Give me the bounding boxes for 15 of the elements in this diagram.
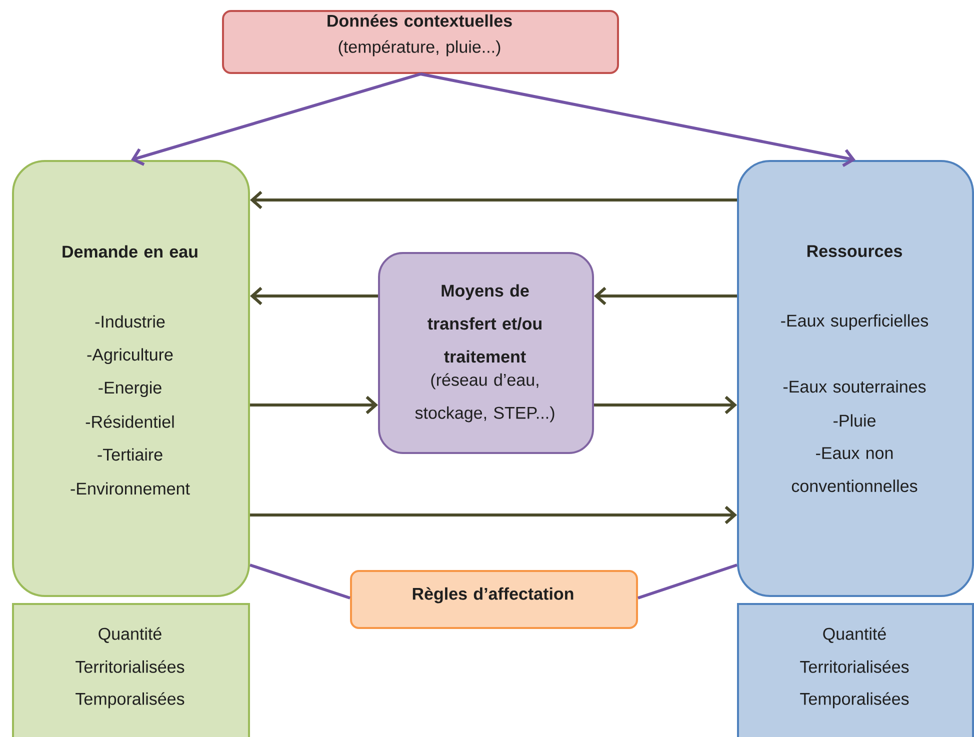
- demand-box: Demande en eau -Industrie -Agriculture -Energie -Résidentiel -Tertiaire -Environnement: [12, 160, 250, 597]
- attribute-box: Quantité Territorialisées Temporalisées: [12, 603, 250, 737]
- transfer-box: Moyens de transfert et/ou traitement (réseau d’eau, stockage, STEP...): [378, 252, 594, 454]
- resources-box: Ressources -Eaux superficielles -Eaux souterraines -Pluie -Eaux non conventionnelles: [737, 160, 974, 597]
- arrow: [131, 72, 421, 166]
- arrow: [250, 190, 737, 210]
- arrow: [594, 396, 737, 414]
- data-box: Données contextuelles (température, pluie...): [222, 10, 619, 74]
- arrow: [594, 286, 737, 306]
- arrow: [420, 72, 856, 167]
- arrow: [250, 396, 378, 414]
- rules-box: Règles d’affectation: [350, 570, 638, 629]
- arrow: [250, 506, 737, 524]
- arrow: [250, 286, 378, 306]
- attribute-box: Quantité Territorialisées Temporalisées: [737, 603, 974, 737]
